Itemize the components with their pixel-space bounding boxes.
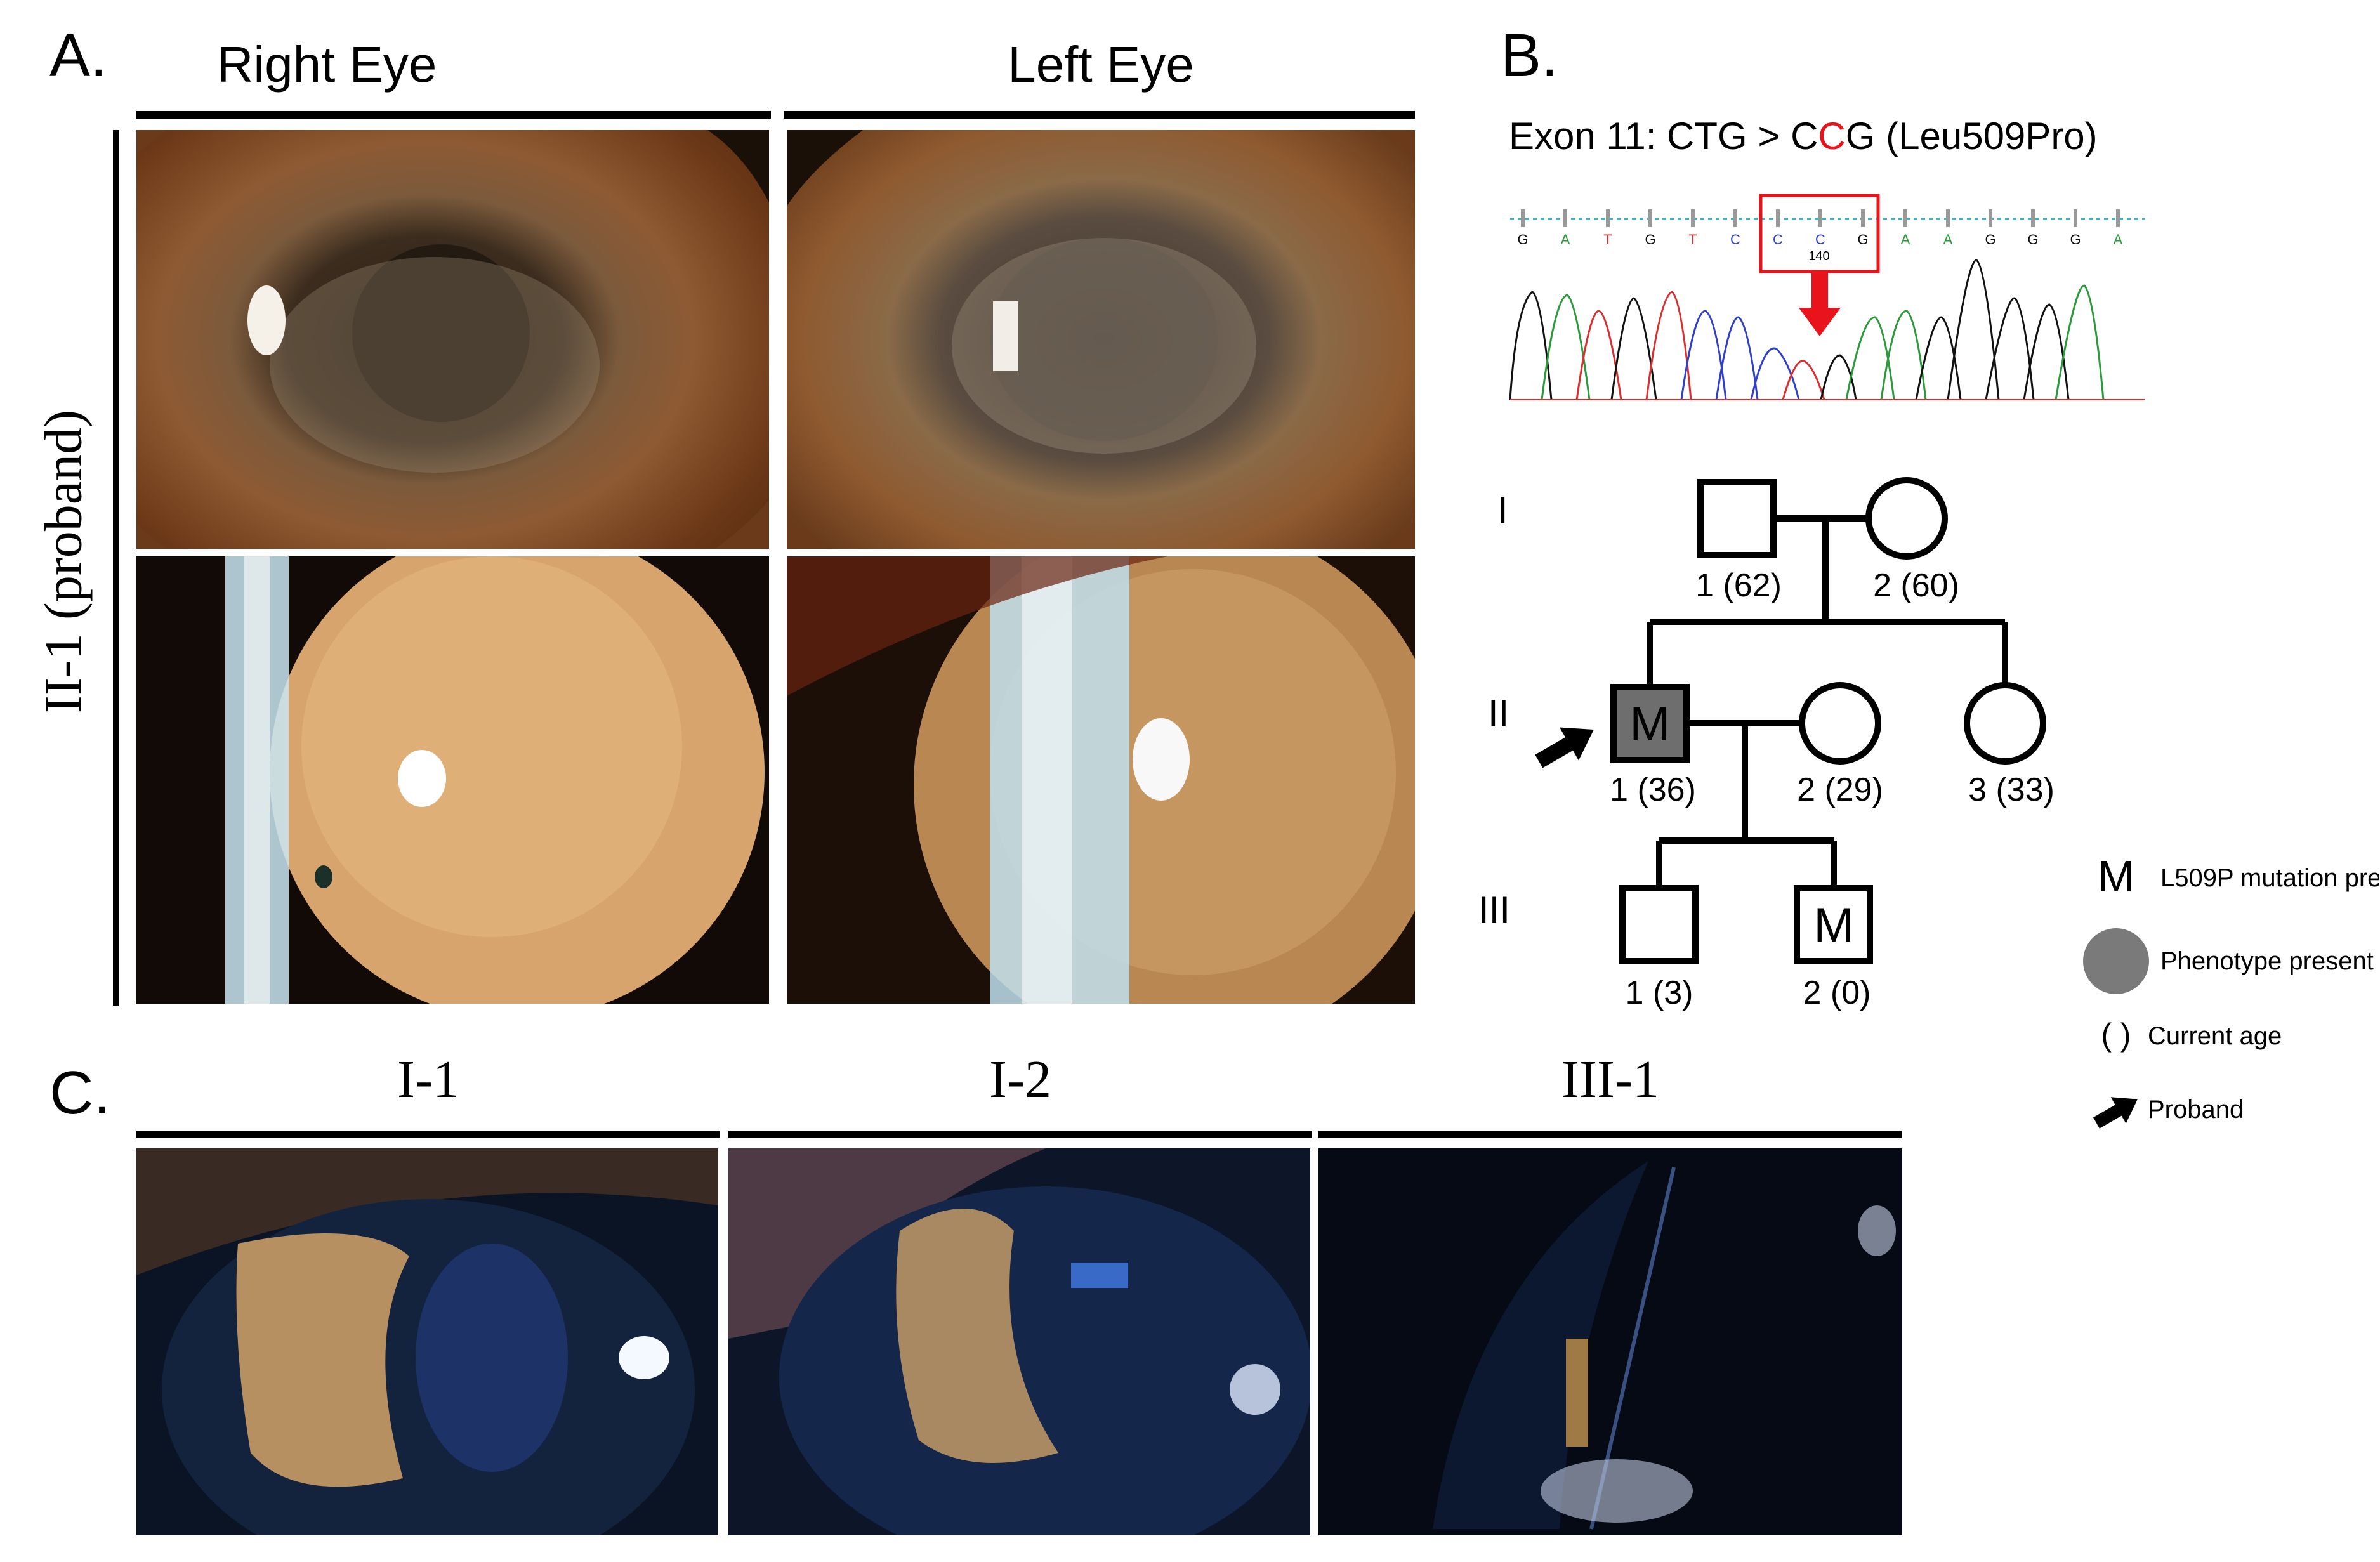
iii-1-eye-photo xyxy=(1318,1148,1902,1535)
legend-phenotype-icon xyxy=(2083,928,2149,994)
base-letter: T xyxy=(1603,232,1612,247)
label-i-2: 2 (60) xyxy=(1873,567,1959,604)
base-tick xyxy=(1989,209,1992,227)
legend-age-text: Current age xyxy=(2148,1022,2282,1050)
base-letter: C xyxy=(1815,232,1825,247)
base-tick xyxy=(1946,209,1950,227)
legend-proband-text: Proband xyxy=(2148,1096,2244,1124)
base-tick xyxy=(2116,209,2120,227)
label-iii-1: 1 (3) xyxy=(1626,975,1693,1011)
base-letter: G xyxy=(1517,232,1528,247)
panel-a-letter: A. xyxy=(49,22,107,89)
individual-iii-2 xyxy=(1794,885,1873,964)
mutation-caption-suffix: G (Leu509Pro) xyxy=(1845,115,2098,157)
legend-mutation-symbol: M xyxy=(2098,851,2134,901)
proband-arrow-icon xyxy=(1535,727,1594,768)
base-tick xyxy=(1521,209,1525,227)
base-tick xyxy=(1903,209,1907,227)
divider-i-2 xyxy=(728,1131,1312,1138)
left-eye-iris-photo xyxy=(787,130,1415,549)
base-tick xyxy=(1563,209,1567,227)
mutation-caption-prefix: Exon 11: CTG > C xyxy=(1509,115,1818,157)
base-letter: T xyxy=(1688,232,1697,247)
base-letter: G xyxy=(1985,232,1995,247)
sequence-chromatogram: G A T G T C C C G A A G G G A 140 xyxy=(1509,194,2145,400)
legend-age-symbol: ( ) xyxy=(2101,1017,2131,1053)
base-letter: C xyxy=(1773,232,1783,247)
base-tick xyxy=(1691,209,1695,227)
base-letter: G xyxy=(2027,232,2038,247)
individual-iii-1 xyxy=(1619,885,1699,964)
right-eye-divider xyxy=(136,111,771,119)
label-ii-1: 1 (36) xyxy=(1610,771,1696,808)
base-tick xyxy=(2031,209,2035,227)
mutation-caption: Exon 11: CTG > CCG (Leu509Pro) xyxy=(1509,114,2098,158)
right-eye-retroillumination-photo xyxy=(136,556,769,1004)
pedigree-chart: I II III M M 1 (62) 2 (60) 1 (36) 2 (29)… xyxy=(1478,477,2379,1129)
base-tick xyxy=(1818,209,1822,227)
base-letter: A xyxy=(1561,232,1570,247)
base-tick xyxy=(1776,209,1780,227)
mutation-caption-highlight: C xyxy=(1818,115,1846,157)
base-tick xyxy=(1648,209,1652,227)
title-iii-1: III-1 xyxy=(1561,1050,1659,1109)
chromatogram-traces xyxy=(1509,259,2145,400)
generation-label-i: I xyxy=(1497,489,1508,532)
legend-phenotype-text: Phenotype present xyxy=(2160,947,2374,975)
panel-b-letter: B. xyxy=(1501,22,1558,89)
legend-mutation-text: L509P mutation present xyxy=(2160,864,2379,892)
base-tick xyxy=(1733,209,1737,227)
base-letter: G xyxy=(1857,232,1868,247)
left-eye-divider xyxy=(784,111,1415,119)
left-eye-retroillumination-photo xyxy=(787,556,1415,1004)
proband-row-label: II-1 (proband) xyxy=(34,409,93,714)
legend-proband-arrow-icon xyxy=(2093,1097,2138,1129)
individual-ii-3 xyxy=(1964,682,2046,765)
base-tick xyxy=(1606,209,1610,227)
individual-i-1 xyxy=(1697,479,1777,558)
base-letter: A xyxy=(1901,232,1910,247)
title-i-2: I-2 xyxy=(989,1050,1051,1109)
mutation-mark-ii-1: M xyxy=(1629,697,1669,751)
base-letter: A xyxy=(2114,232,2123,247)
label-ii-3: 3 (33) xyxy=(1968,771,2055,808)
red-arrow xyxy=(1799,272,1841,336)
base-tick xyxy=(1861,209,1865,227)
divider-iii-1 xyxy=(1318,1131,1902,1138)
base-letter: A xyxy=(1943,232,1953,247)
base-tick xyxy=(2074,209,2077,227)
base-letter: C xyxy=(1730,232,1740,247)
label-i-1: 1 (62) xyxy=(1695,567,1782,604)
position-label: 140 xyxy=(1808,249,1829,263)
i-1-eye-photo xyxy=(136,1148,718,1535)
individual-i-2 xyxy=(1865,477,1948,560)
right-eye-iris-photo xyxy=(136,130,769,549)
label-ii-2: 2 (29) xyxy=(1797,771,1883,808)
base-letter: G xyxy=(2070,232,2081,247)
proband-vertical-bar xyxy=(113,130,119,1006)
generation-label-iii: III xyxy=(1478,889,1510,931)
left-eye-title: Left Eye xyxy=(1008,36,1194,93)
base-letter: G xyxy=(1645,232,1655,247)
individual-ii-2 xyxy=(1799,682,1881,765)
divider-i-1 xyxy=(136,1131,720,1138)
generation-label-ii: II xyxy=(1488,692,1509,735)
right-eye-title: Right Eye xyxy=(216,36,437,93)
mutation-mark-iii-2: M xyxy=(1813,898,1853,952)
proband-row-label-wrap: II-1 (proband) xyxy=(25,346,102,777)
label-iii-2: 2 (0) xyxy=(1803,975,1871,1011)
panel-c-letter: C. xyxy=(49,1059,110,1127)
title-i-1: I-1 xyxy=(397,1050,459,1109)
i-2-eye-photo xyxy=(728,1148,1310,1535)
